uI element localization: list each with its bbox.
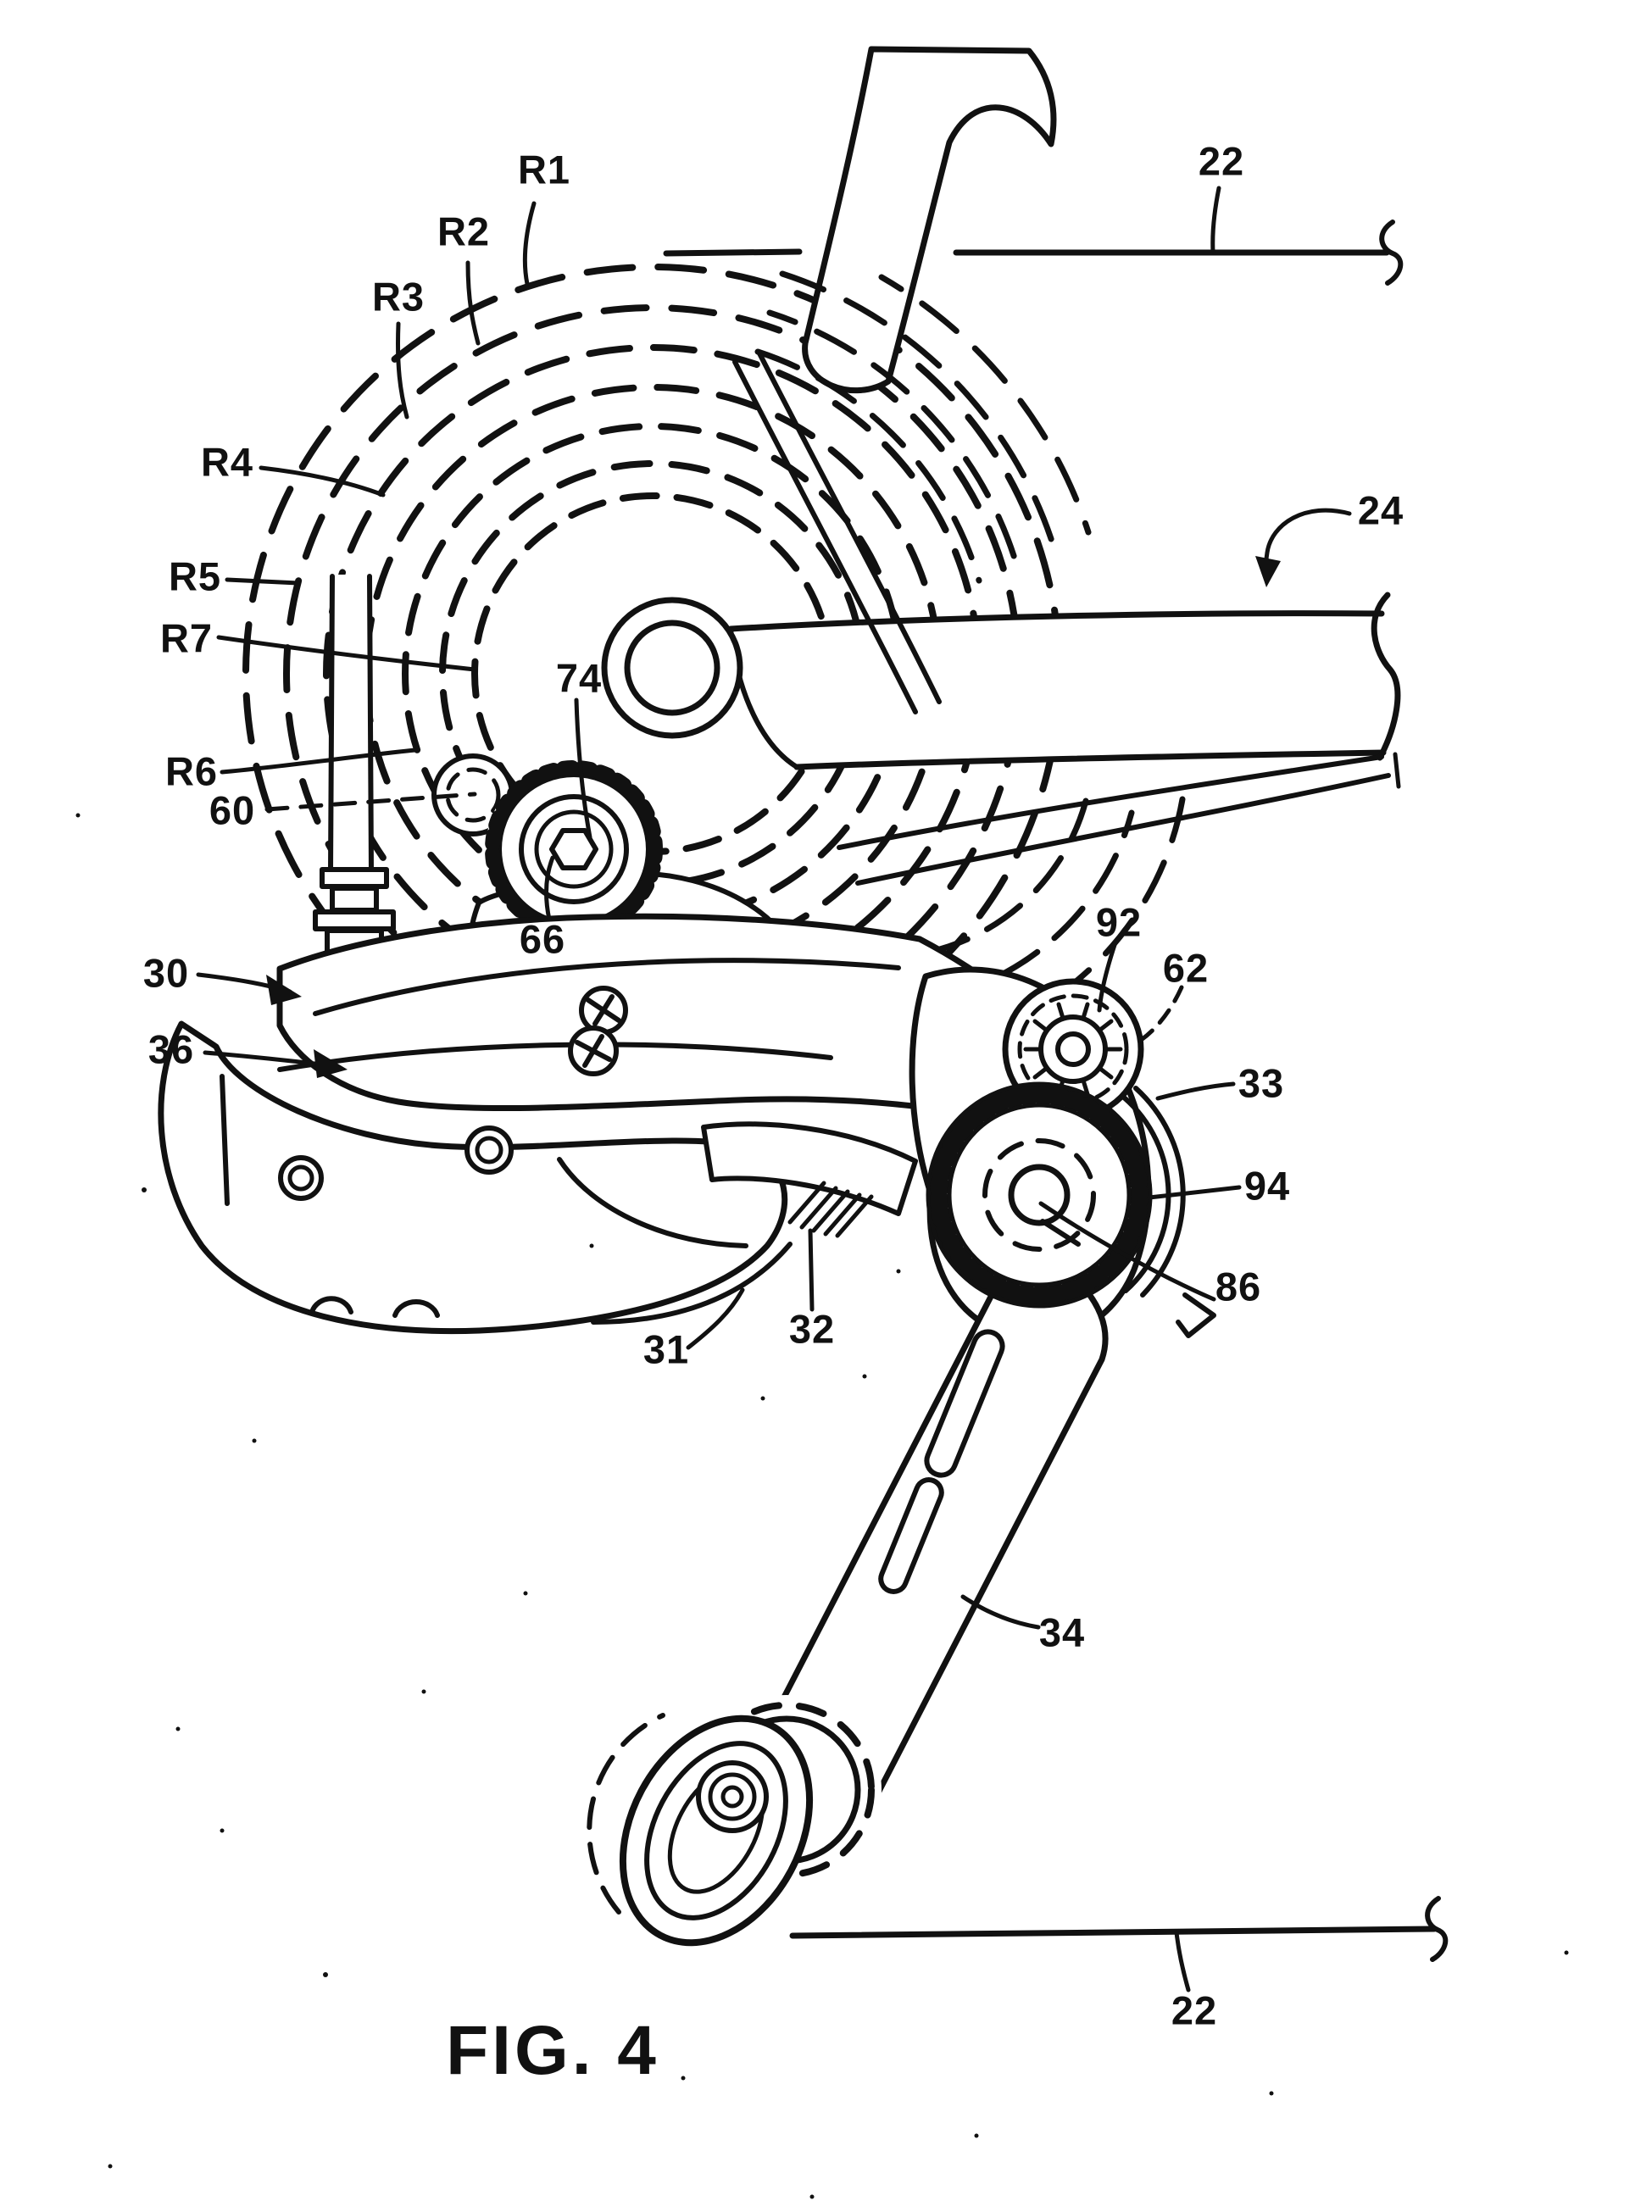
ref-label-66: 66: [519, 916, 566, 962]
ref-label-33: 33: [1238, 1060, 1285, 1106]
b-knuckle-gear: [485, 760, 663, 938]
cage-slot: [924, 1329, 1005, 1478]
arrowhead-24: [1255, 556, 1281, 587]
tension-pulley-assembly: [587, 1695, 882, 1947]
spring-hatch: [787, 1181, 874, 1238]
ref-label-r3: R3: [371, 274, 426, 320]
scan-speckles: [75, 813, 1569, 2199]
ref-label-22-bottom: 22: [1171, 1987, 1218, 2033]
ref-label-24: 24: [1357, 487, 1404, 533]
ref-label-31: 31: [642, 1326, 690, 1372]
chain-wrap-upper-right: [754, 270, 1092, 584]
chain-bumps: [587, 1713, 665, 1915]
ref-label-r5: R5: [168, 553, 222, 599]
ref-label-36: 36: [147, 1026, 195, 1072]
ref-label-r6: R6: [164, 748, 219, 794]
frame-break-mark: [1371, 592, 1401, 761]
ref-label-22-top: 22: [1198, 138, 1245, 184]
ref-label-94: 94: [1243, 1163, 1291, 1209]
hex-bolt: [549, 828, 598, 870]
rivet-bump: [309, 1296, 353, 1314]
ref-label-92: 92: [1095, 899, 1143, 945]
ref-label-r1: R1: [517, 147, 571, 192]
dropout-plate-lines: [732, 349, 942, 714]
ref-label-62: 62: [1162, 945, 1210, 991]
ref-label-34: 34: [1038, 1609, 1086, 1655]
knurl-band: [930, 1086, 1149, 1304]
seat-stay-tube: [802, 46, 1057, 394]
ref-label-r4: R4: [200, 439, 254, 485]
ref-label-74: 74: [555, 655, 603, 701]
chain-bottom-run: [789, 1896, 1449, 1962]
cage-end-plate: [619, 1715, 814, 1947]
knurled-tension-wheel: [926, 1081, 1153, 1309]
ref-label-r7: R7: [159, 615, 214, 661]
cage-slot: [878, 1477, 944, 1594]
ref-label-60: 60: [209, 787, 256, 833]
ref-label-r2: R2: [437, 208, 491, 254]
chain-top-run: [663, 220, 1404, 286]
base-member-body: [158, 1020, 793, 1335]
cage-stop-tab: [1176, 1292, 1216, 1338]
leader-lines: [196, 186, 1352, 1992]
pulley-teeth: [698, 1702, 875, 1878]
chain-break-mark-top: [1379, 220, 1404, 286]
ref-label-32: 32: [788, 1306, 836, 1352]
figure-caption: FIG. 4: [446, 2012, 659, 2089]
arrowhead-36: [314, 1049, 348, 1078]
axle-hub-rings: [601, 597, 743, 739]
rivet-bump: [392, 1299, 440, 1318]
chain-stay-tube: [727, 592, 1401, 770]
arrowhead-30: [266, 975, 302, 1005]
inner-link-plate: [701, 1121, 918, 1216]
ref-label-86: 86: [1215, 1264, 1262, 1309]
ref-label-30: 30: [142, 950, 190, 996]
link-screws: [568, 986, 628, 1076]
chain-break-mark-bottom: [1425, 1896, 1449, 1962]
